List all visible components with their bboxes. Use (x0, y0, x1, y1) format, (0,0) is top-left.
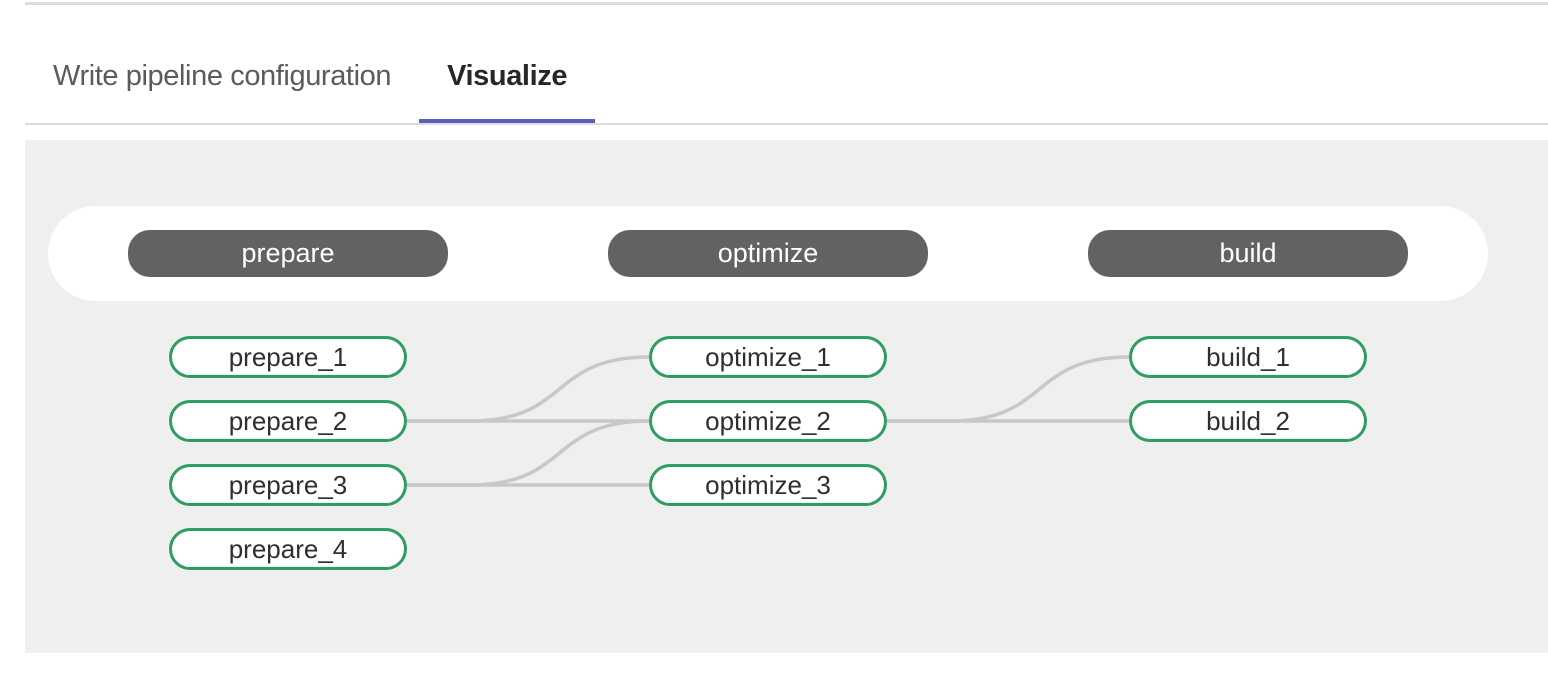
editor-tabs: Write pipeline configuration Visualize (25, 5, 1548, 125)
edge-optimize_2-build_1 (887, 355, 1130, 423)
job-pill-optimize_1[interactable]: optimize_1 (649, 336, 887, 378)
job-pill-prepare_1[interactable]: prepare_1 (169, 336, 407, 378)
stage-pill-build: build (1088, 230, 1408, 277)
edge-prepare_2-optimize_1 (407, 355, 650, 423)
job-pill-prepare_3[interactable]: prepare_3 (169, 464, 407, 506)
job-pill-build_2[interactable]: build_2 (1129, 400, 1367, 442)
tab-write-pipeline-configuration[interactable]: Write pipeline configuration (25, 5, 419, 123)
edge-prepare_3-optimize_2 (407, 419, 650, 487)
job-pill-optimize_3[interactable]: optimize_3 (649, 464, 887, 506)
job-pill-optimize_2[interactable]: optimize_2 (649, 400, 887, 442)
job-links-layer (407, 355, 1130, 487)
job-pill-prepare_4[interactable]: prepare_4 (169, 528, 407, 570)
job-pill-prepare_2[interactable]: prepare_2 (169, 400, 407, 442)
tab-visualize[interactable]: Visualize (419, 5, 596, 123)
stage-pill-optimize: optimize (608, 230, 928, 277)
stage-pill-prepare: prepare (128, 230, 448, 277)
top-divider (25, 2, 1548, 5)
job-pill-build_1[interactable]: build_1 (1129, 336, 1367, 378)
